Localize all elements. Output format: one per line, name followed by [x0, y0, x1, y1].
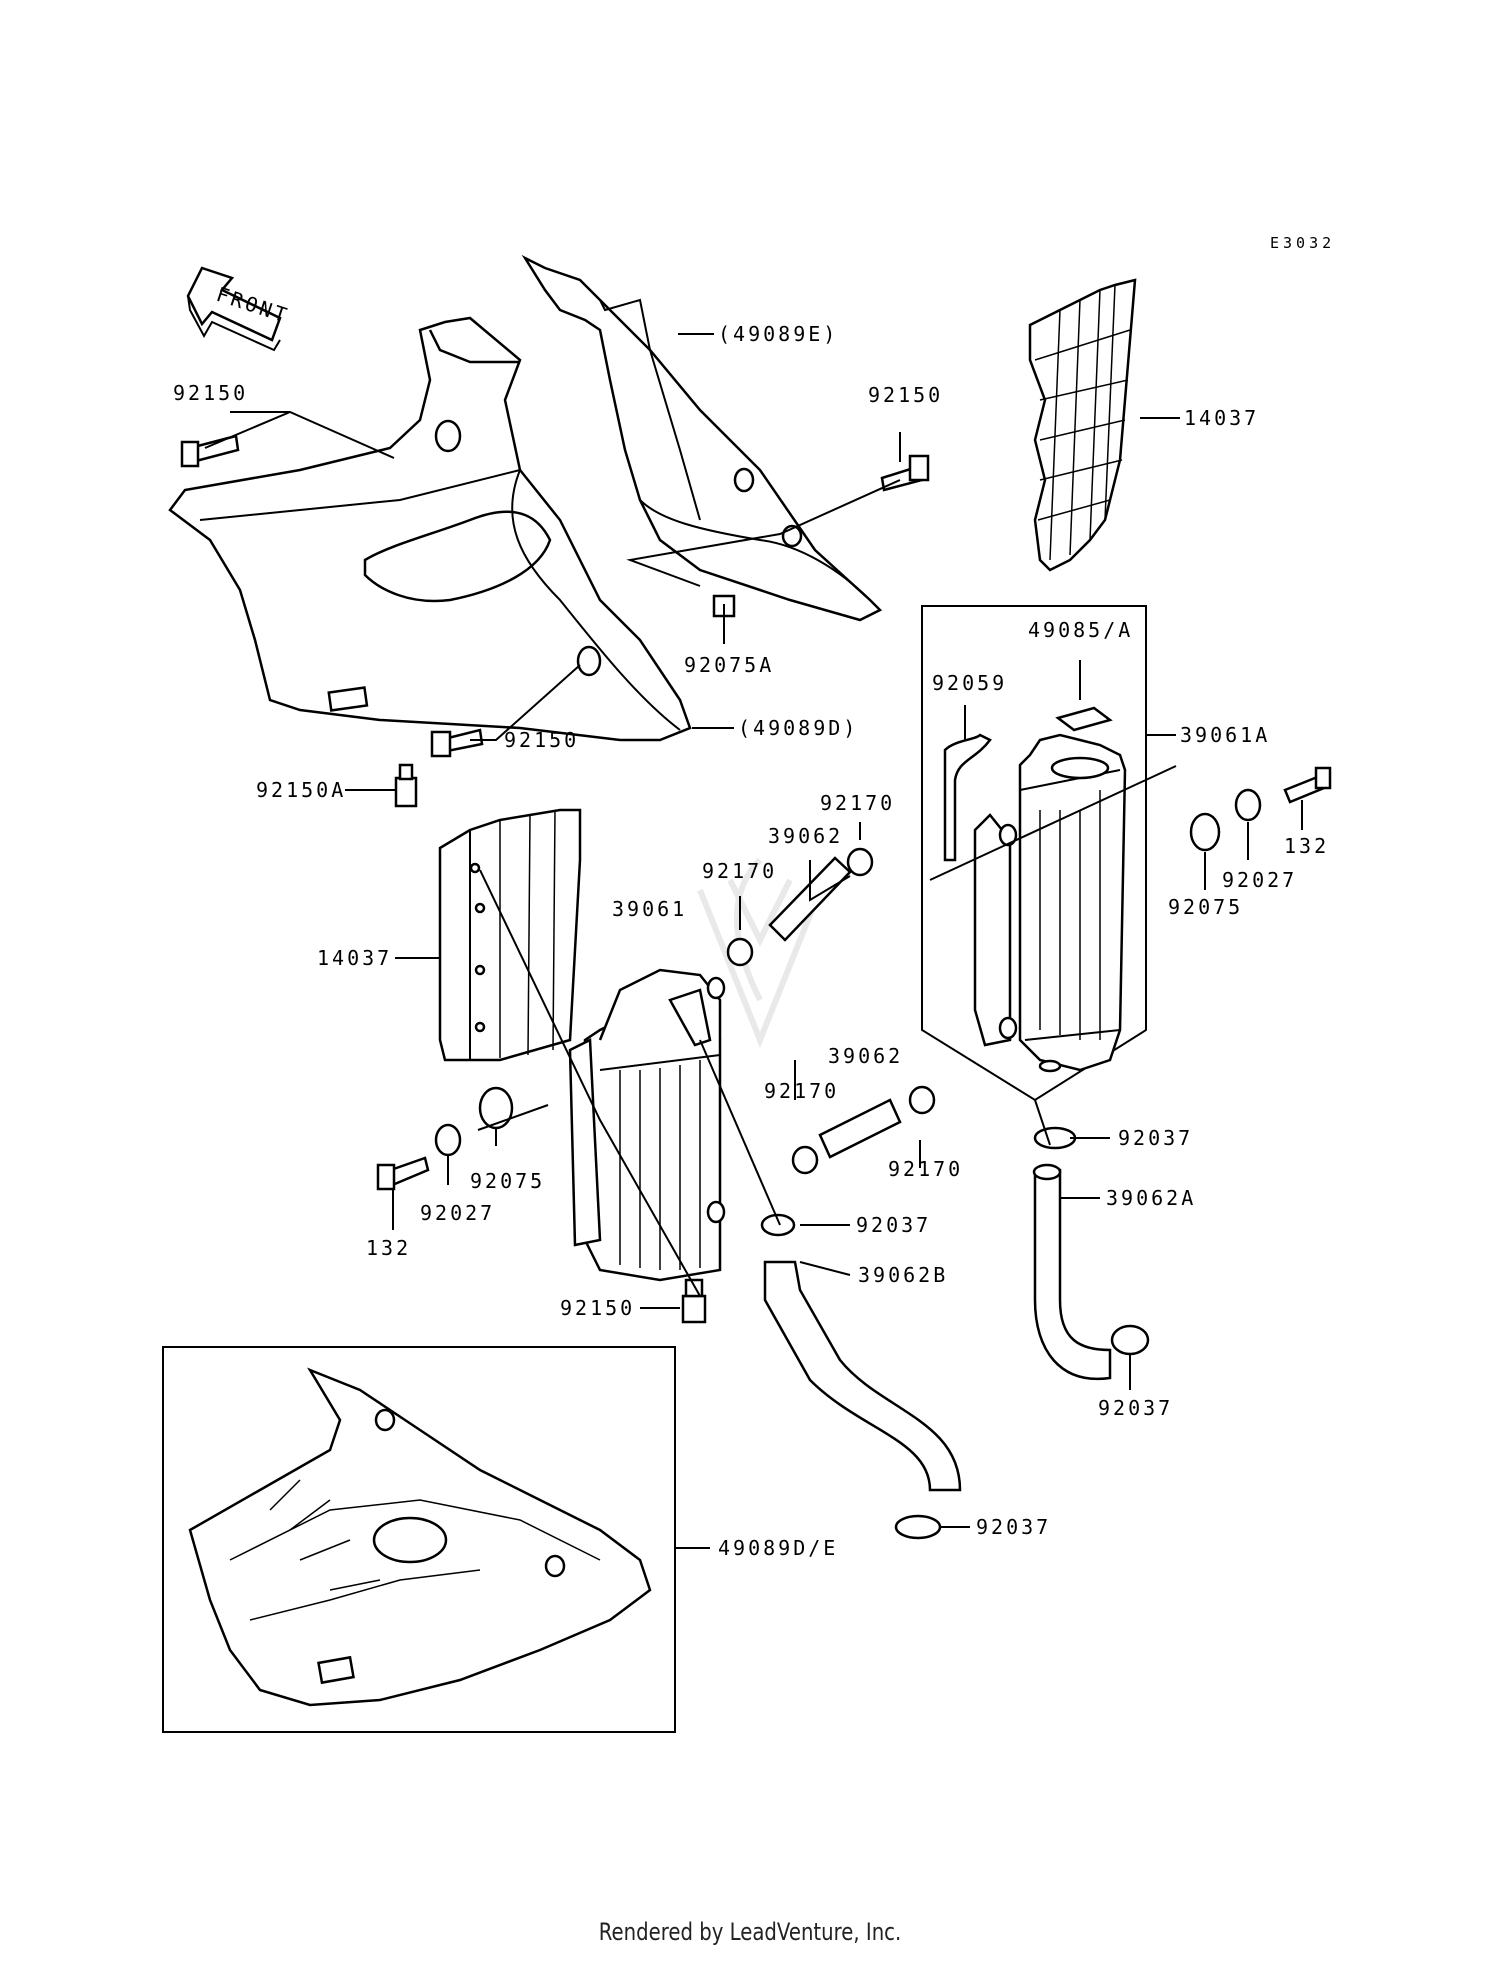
- hose-39062-lower: [818, 1098, 902, 1159]
- bolt-92150-a: [180, 434, 240, 468]
- callout-92150-top-left: 92150: [173, 381, 248, 405]
- callout-92027-left: 92027: [420, 1201, 495, 1225]
- callout-39062A: 39062A: [1106, 1186, 1196, 1210]
- hose-39062A: [1032, 1163, 1112, 1381]
- clamp-92037-a: [1033, 1126, 1077, 1150]
- callout-92170-upper-right: 92170: [820, 791, 895, 815]
- callout-14037-right: 14037: [1184, 406, 1259, 430]
- callout-92075-right: 92075: [1168, 895, 1243, 919]
- callout-92150-mid: 92150: [504, 728, 579, 752]
- callout-92037-bottom: 92037: [976, 1515, 1051, 1539]
- clamp-92037-d: [894, 1514, 942, 1540]
- radiator-louver-left: [438, 808, 582, 1062]
- radiator-left: [568, 968, 726, 1282]
- bolt-92150-c: [430, 728, 484, 758]
- callout-92075A: 92075A: [684, 653, 774, 677]
- callout-49089DE: 49089D/E: [718, 1536, 838, 1560]
- callout-92150-bottom: 92150: [560, 1296, 635, 1320]
- clamp-92170-a: [726, 937, 754, 967]
- callout-92170-upper-left: 92170: [702, 859, 777, 883]
- callout-14037-left: 14037: [317, 946, 392, 970]
- radiator-right: [973, 706, 1127, 1073]
- diagram-code: E3032: [1270, 234, 1335, 252]
- callout-39062B: 39062B: [858, 1263, 948, 1287]
- footer-credit: Rendered by LeadVenture, Inc.: [598, 1918, 902, 1946]
- clamp-92170-b: [846, 847, 874, 877]
- bolt-92150A: [394, 763, 418, 808]
- callout-92075-left: 92075: [470, 1169, 545, 1193]
- callout-132-left: 132: [366, 1236, 411, 1260]
- callout-92027-right: 92027: [1222, 868, 1297, 892]
- bolt-132-right: [1283, 766, 1332, 804]
- callout-39062-upper: 39062: [768, 824, 843, 848]
- front-arrow-icon: FRONT: [186, 266, 292, 352]
- radiator-shroud-left: [168, 316, 692, 742]
- grommet-92075-right: [1189, 812, 1221, 852]
- callout-92037-center: 92037: [856, 1213, 931, 1237]
- callout-92059: 92059: [932, 671, 1007, 695]
- callout-132-right: 132: [1284, 834, 1329, 858]
- callout-49089E: (49089E): [718, 322, 838, 346]
- callout-92037-lower-right: 92037: [1098, 1396, 1173, 1420]
- clamp-92037-b: [1110, 1324, 1150, 1356]
- callout-92037-upper-right: 92037: [1118, 1126, 1193, 1150]
- callout-49085A: 49085/A: [1028, 618, 1133, 642]
- callout-39061: 39061: [612, 897, 687, 921]
- radiator-louver-right: [1028, 278, 1137, 572]
- leader-lines: [204, 333, 1303, 1549]
- bolt-132-left: [376, 1156, 430, 1191]
- callout-39061A: 39061A: [1180, 723, 1270, 747]
- shroud-graphics-inset: [162, 1346, 676, 1733]
- callout-92170-lower-right: 92170: [888, 1157, 963, 1181]
- washer-92027-right: [1234, 788, 1262, 822]
- grommet-92075-left: [478, 1086, 514, 1130]
- washer-92027-left: [434, 1123, 462, 1157]
- clamp-92170-d: [908, 1085, 936, 1115]
- hose-39062B: [763, 1260, 962, 1492]
- callout-92150-top-right: 92150: [868, 383, 943, 407]
- clamp-92170-c: [791, 1145, 819, 1175]
- callout-92150A: 92150A: [256, 778, 346, 802]
- overflow-hose-92059: [943, 733, 992, 862]
- callout-49089D: (49089D): [738, 716, 858, 740]
- callout-39062-lower: 39062: [828, 1044, 903, 1068]
- callout-92170-lower-left: 92170: [764, 1079, 839, 1103]
- clamp-92037-c: [760, 1213, 796, 1237]
